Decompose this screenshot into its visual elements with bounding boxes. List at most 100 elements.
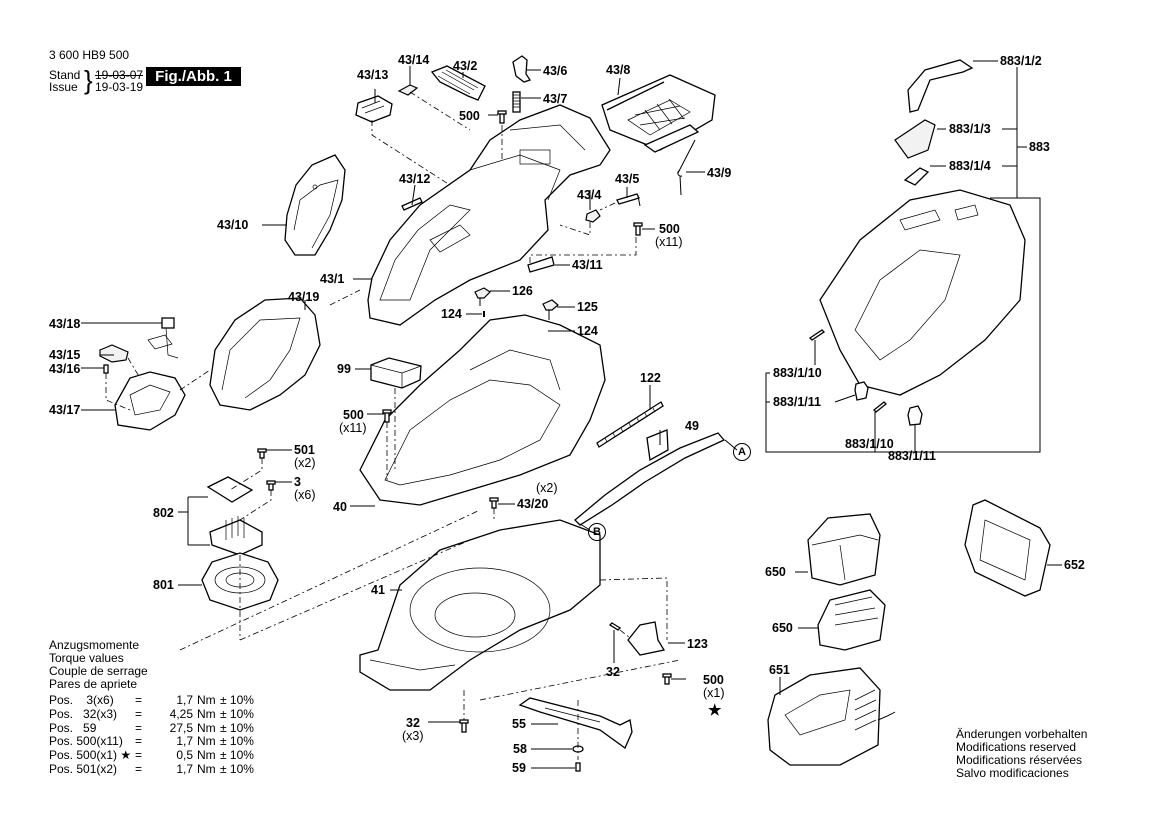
part-43-14-button (397, 84, 419, 96)
callout-122: 122 (640, 371, 661, 385)
callout-883-1-10-a: 883/1/10 (773, 366, 822, 380)
part-43-2-grip (430, 65, 486, 101)
part-883-1-4-clip (903, 167, 930, 186)
callout-501: 501 (294, 443, 315, 457)
torque-title-es: Pares de apriete (49, 677, 138, 691)
callout-802: 802 (153, 506, 174, 520)
issue-date: 19-03-19 (95, 80, 144, 94)
callout-40: 40 (333, 500, 347, 514)
callout-125: 125 (577, 300, 598, 314)
part-43-13-lever (355, 95, 393, 123)
callout-650-b: 650 (772, 621, 793, 635)
part-801-motor (201, 552, 279, 611)
callout-43-20-qty: (x2) (536, 481, 558, 495)
part-122-spring (596, 401, 664, 448)
part-43-5-pin (616, 193, 641, 207)
callout-32-b-qty: (x3) (402, 729, 424, 743)
footer-note-en: Modifications reserved (956, 740, 1077, 754)
callout-32-b: 32 (406, 716, 420, 730)
callout-41: 41 (371, 583, 385, 597)
callout-58: 58 (513, 742, 527, 756)
part-43-19-cover (209, 297, 321, 411)
callout-43-2: 43/2 (453, 59, 478, 73)
footer-note-de: Änderungen vorbehalten (956, 727, 1088, 741)
part-43-18-wiring (147, 317, 179, 359)
torque-title-fr: Couple de serrage (49, 664, 148, 678)
reference-a: A (733, 443, 751, 461)
callout-3: 3 (294, 475, 301, 489)
part-43-15-button (99, 344, 129, 363)
part-124-pin-a (483, 311, 485, 317)
part-43-11-label (527, 256, 555, 273)
torque-title-en: Torque values (49, 651, 124, 665)
callout-43-8: 43/8 (606, 63, 631, 77)
part-43-16-spring (103, 364, 109, 374)
callout-43-17: 43/17 (49, 403, 81, 417)
callout-43-10: 43/10 (217, 218, 249, 232)
callout-500-star: 500 (703, 673, 724, 687)
part-650-battery-small (817, 589, 886, 651)
callout-500-chassis-qty: (x11) (339, 421, 367, 435)
callout-883-1-11-b: 883/1/11 (888, 449, 936, 463)
callout-500-chassis: 500 (343, 408, 364, 422)
screw-32-a (608, 622, 622, 631)
callout-883-1-3: 883/1/3 (949, 122, 991, 136)
part-43-10-front-cover (284, 154, 346, 256)
part-126-clip (474, 287, 491, 306)
brace: } (84, 65, 93, 95)
leader-lines (81, 60, 1062, 769)
callout-124-b: 124 (577, 324, 598, 338)
callout-3-qty: (x6) (294, 488, 316, 502)
callout-500-right: 500 (659, 222, 680, 236)
reference-b: B (588, 523, 606, 541)
part-883-1-3-indicator (894, 119, 936, 159)
torque-title-de: Anzugsmomente (49, 638, 140, 652)
part-883-1-10-pin-a (808, 329, 826, 341)
part-40-chassis (359, 314, 606, 506)
screw-43-20 (489, 497, 499, 509)
callout-500-right-qty: (x11) (655, 235, 683, 249)
part-651-charger (767, 667, 896, 766)
callout-883-1-10-b: 883/1/10 (845, 437, 894, 451)
part-43-6-switch (512, 55, 532, 83)
callout-126: 126 (512, 284, 533, 298)
part-883-1-10-pin-b (873, 401, 887, 413)
callout-43-18: 43/18 (49, 317, 81, 331)
callout-124-a: 124 (441, 307, 462, 321)
callout-43-12: 43/12 (399, 172, 431, 186)
part-55-blade (518, 697, 633, 749)
callout-99: 99 (337, 362, 351, 376)
callout-43-16: 43/16 (49, 362, 81, 376)
part-41-deck (359, 519, 601, 691)
callout-43-19: 43/19 (288, 290, 320, 304)
part-883-1-11-cap-a (854, 381, 869, 401)
screw-501 (257, 448, 267, 459)
callout-883-1-4: 883/1/4 (949, 159, 991, 173)
part-43-4-knob (585, 209, 601, 223)
issue-label: Issue (49, 80, 78, 94)
figure-label: Fig./Abb. 1 (146, 67, 241, 86)
part-883-1-11-cap-b (907, 405, 923, 426)
part-43-17-switch-housing (114, 371, 186, 431)
callout-883-1-2: 883/1/2 (1000, 54, 1042, 68)
callout-43-1: 43/1 (320, 272, 345, 286)
callout-59: 59 (512, 761, 526, 775)
assembly-lines (105, 91, 681, 760)
old-date: 19-03-07 (95, 68, 144, 82)
callout-32-a: 32 (606, 665, 620, 679)
part-43-7-spring (512, 91, 521, 113)
star-icon: ★ (708, 702, 722, 719)
callout-651: 651 (769, 663, 790, 677)
callout-883-1-11-a: 883/1/11 (773, 395, 821, 409)
part-43-9-spring (677, 139, 696, 196)
part-802-electronics (206, 476, 263, 556)
callout-801: 801 (153, 578, 174, 592)
part-99-pad (370, 357, 422, 389)
callout-43-20: 43/20 (517, 497, 549, 511)
part-number: 3 600 HB9 500 (49, 48, 130, 62)
callout-43-5: 43/5 (615, 172, 640, 186)
screw-3 (266, 480, 276, 491)
callout-500-top: 500 (459, 109, 480, 123)
part-49-lever (574, 429, 726, 526)
callout-652: 652 (1064, 558, 1085, 572)
